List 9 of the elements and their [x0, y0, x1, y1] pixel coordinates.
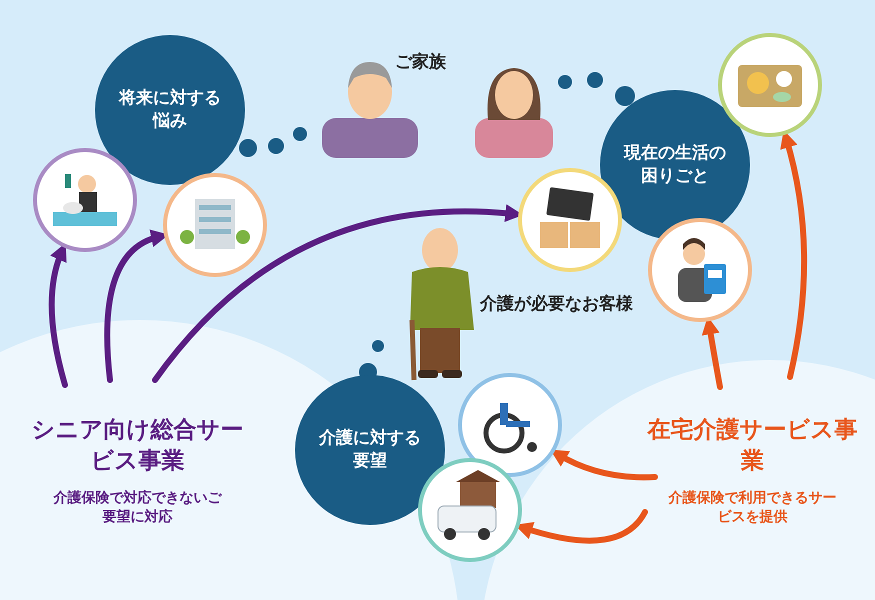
- business-description: 介護保険で対応できないご要望に対応: [52, 489, 223, 528]
- person-label: ご家族: [395, 51, 447, 74]
- person-label: 介護が必要なお客様: [480, 293, 634, 316]
- business-heading: 在宅介護サービス事業: [646, 416, 858, 476]
- business-heading: シニア向け総合サービス事業: [30, 416, 244, 476]
- bubble-text: 現在の生活の困りごと: [622, 142, 727, 188]
- business-description: 介護保険で利用できるサービスを提供: [667, 489, 838, 528]
- bubble-text: 将来に対する悩み: [118, 86, 222, 133]
- bubble-text: 介護に対する要望: [318, 426, 422, 473]
